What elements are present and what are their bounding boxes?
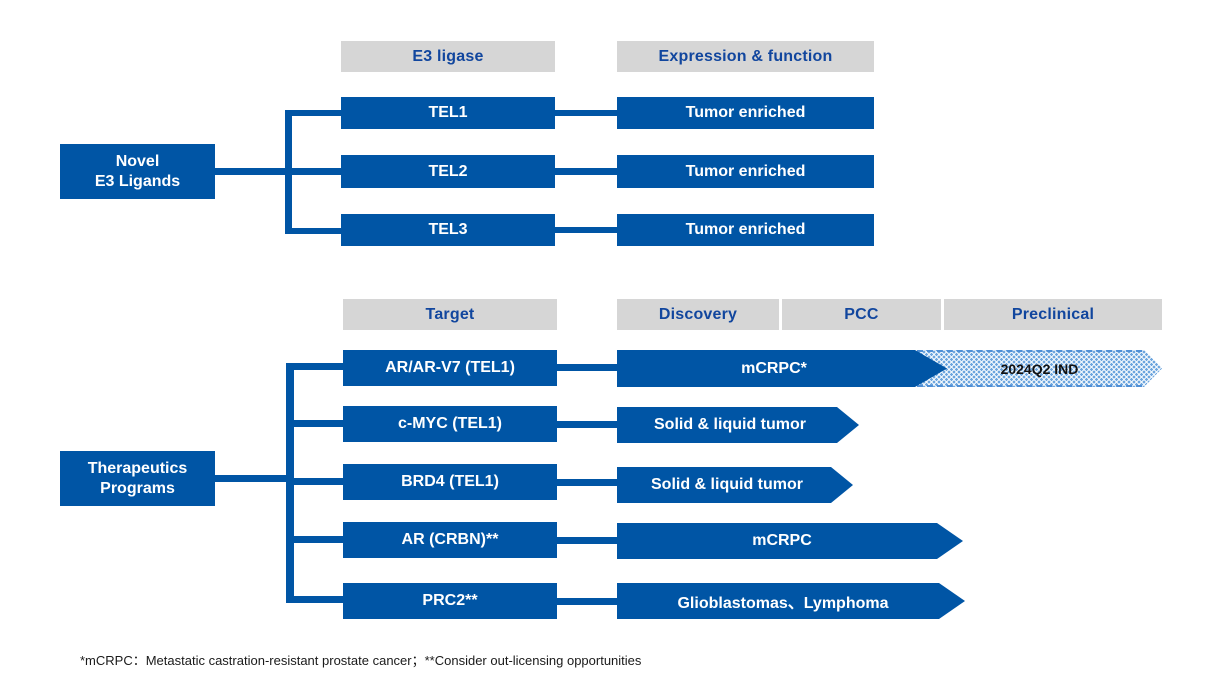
ligase-box-row-1[interactable]: TEL1: [341, 97, 555, 129]
progress-arrow-row-3[interactable]: Solid & liquid tumor: [617, 467, 853, 503]
target-box-row-2[interactable]: c-MYC (TEL1): [343, 406, 557, 442]
target-box-row-3[interactable]: BRD4 (TEL1): [343, 464, 557, 500]
header-pcc: PCC: [782, 299, 941, 330]
group-label-line1: Novel: [115, 152, 160, 170]
indication-label: Solid & liquid tumor: [651, 476, 803, 493]
milestone-label: 2024Q2 IND: [1000, 360, 1079, 377]
connector-row-1-therapeutics: [557, 364, 617, 371]
connector-branch-e3-1: [285, 110, 341, 116]
indication-label: mCRPC: [752, 532, 812, 549]
ligase-box-row-3[interactable]: TEL3: [341, 214, 555, 246]
group-box-novel-e3-ligands[interactable]: Novel E3 Ligands: [60, 144, 215, 199]
group-label-line1: Therapeutics: [87, 459, 188, 477]
milestone-block-row-1[interactable]: 2024Q2 IND: [917, 350, 1162, 387]
connector-row-1-e3: [555, 110, 617, 116]
connector-branch-therapeutics-3: [286, 478, 343, 485]
connector-row-4-therapeutics: [557, 537, 617, 544]
connector-row-2-e3: [555, 168, 617, 175]
progress-arrow-row-4[interactable]: mCRPC: [617, 523, 963, 559]
target-box-row-1[interactable]: AR/AR-V7 (TEL1): [343, 350, 557, 386]
connector-row-5-therapeutics: [557, 598, 617, 605]
indication-label: Glioblastomas、Lymphoma: [677, 595, 889, 612]
header-preclinical: Preclinical: [944, 299, 1162, 330]
group-box-therapeutics-programs[interactable]: Therapeutics Programs: [60, 451, 215, 506]
ligase-box-row-2[interactable]: TEL2: [341, 155, 555, 188]
indication-label: Solid & liquid tumor: [654, 416, 806, 433]
connector-stem-therapeutics: [215, 475, 292, 482]
header-discovery: Discovery: [617, 299, 779, 330]
expression-box-row-3[interactable]: Tumor enriched: [617, 214, 874, 246]
progress-arrow-row-2[interactable]: Solid & liquid tumor: [617, 407, 859, 443]
header-target: Target: [343, 299, 557, 330]
connector-branch-e3-3: [285, 228, 341, 234]
header-e3-ligase: E3 ligase: [341, 41, 555, 72]
header-expression-function: Expression & function: [617, 41, 874, 72]
expression-box-row-2[interactable]: Tumor enriched: [617, 155, 874, 188]
connector-branch-therapeutics-4: [286, 536, 343, 543]
connector-row-3-e3: [555, 227, 617, 233]
connector-branch-therapeutics-5: [286, 596, 343, 603]
connector-row-2-therapeutics: [557, 421, 617, 428]
connector-stem-e3: [215, 168, 292, 175]
group-label-line2: Programs: [100, 479, 175, 497]
expression-box-row-1[interactable]: Tumor enriched: [617, 97, 874, 129]
progress-arrow-row-1[interactable]: mCRPC*: [617, 350, 947, 387]
indication-label: mCRPC*: [741, 359, 807, 377]
connector-branch-therapeutics-1: [286, 363, 343, 370]
group-label-line2: E3 Ligands: [94, 172, 181, 190]
target-box-row-5[interactable]: PRC2**: [343, 583, 557, 619]
footnote: *mCRPC：Metastatic castration-resistant p…: [80, 653, 642, 668]
connector-branch-therapeutics-2: [286, 420, 343, 427]
connector-row-3-therapeutics: [557, 479, 617, 486]
connector-branch-e3-2: [285, 168, 341, 175]
target-box-row-4[interactable]: AR (CRBN)**: [343, 522, 557, 558]
progress-arrow-row-5[interactable]: Glioblastomas、Lymphoma: [617, 583, 965, 619]
